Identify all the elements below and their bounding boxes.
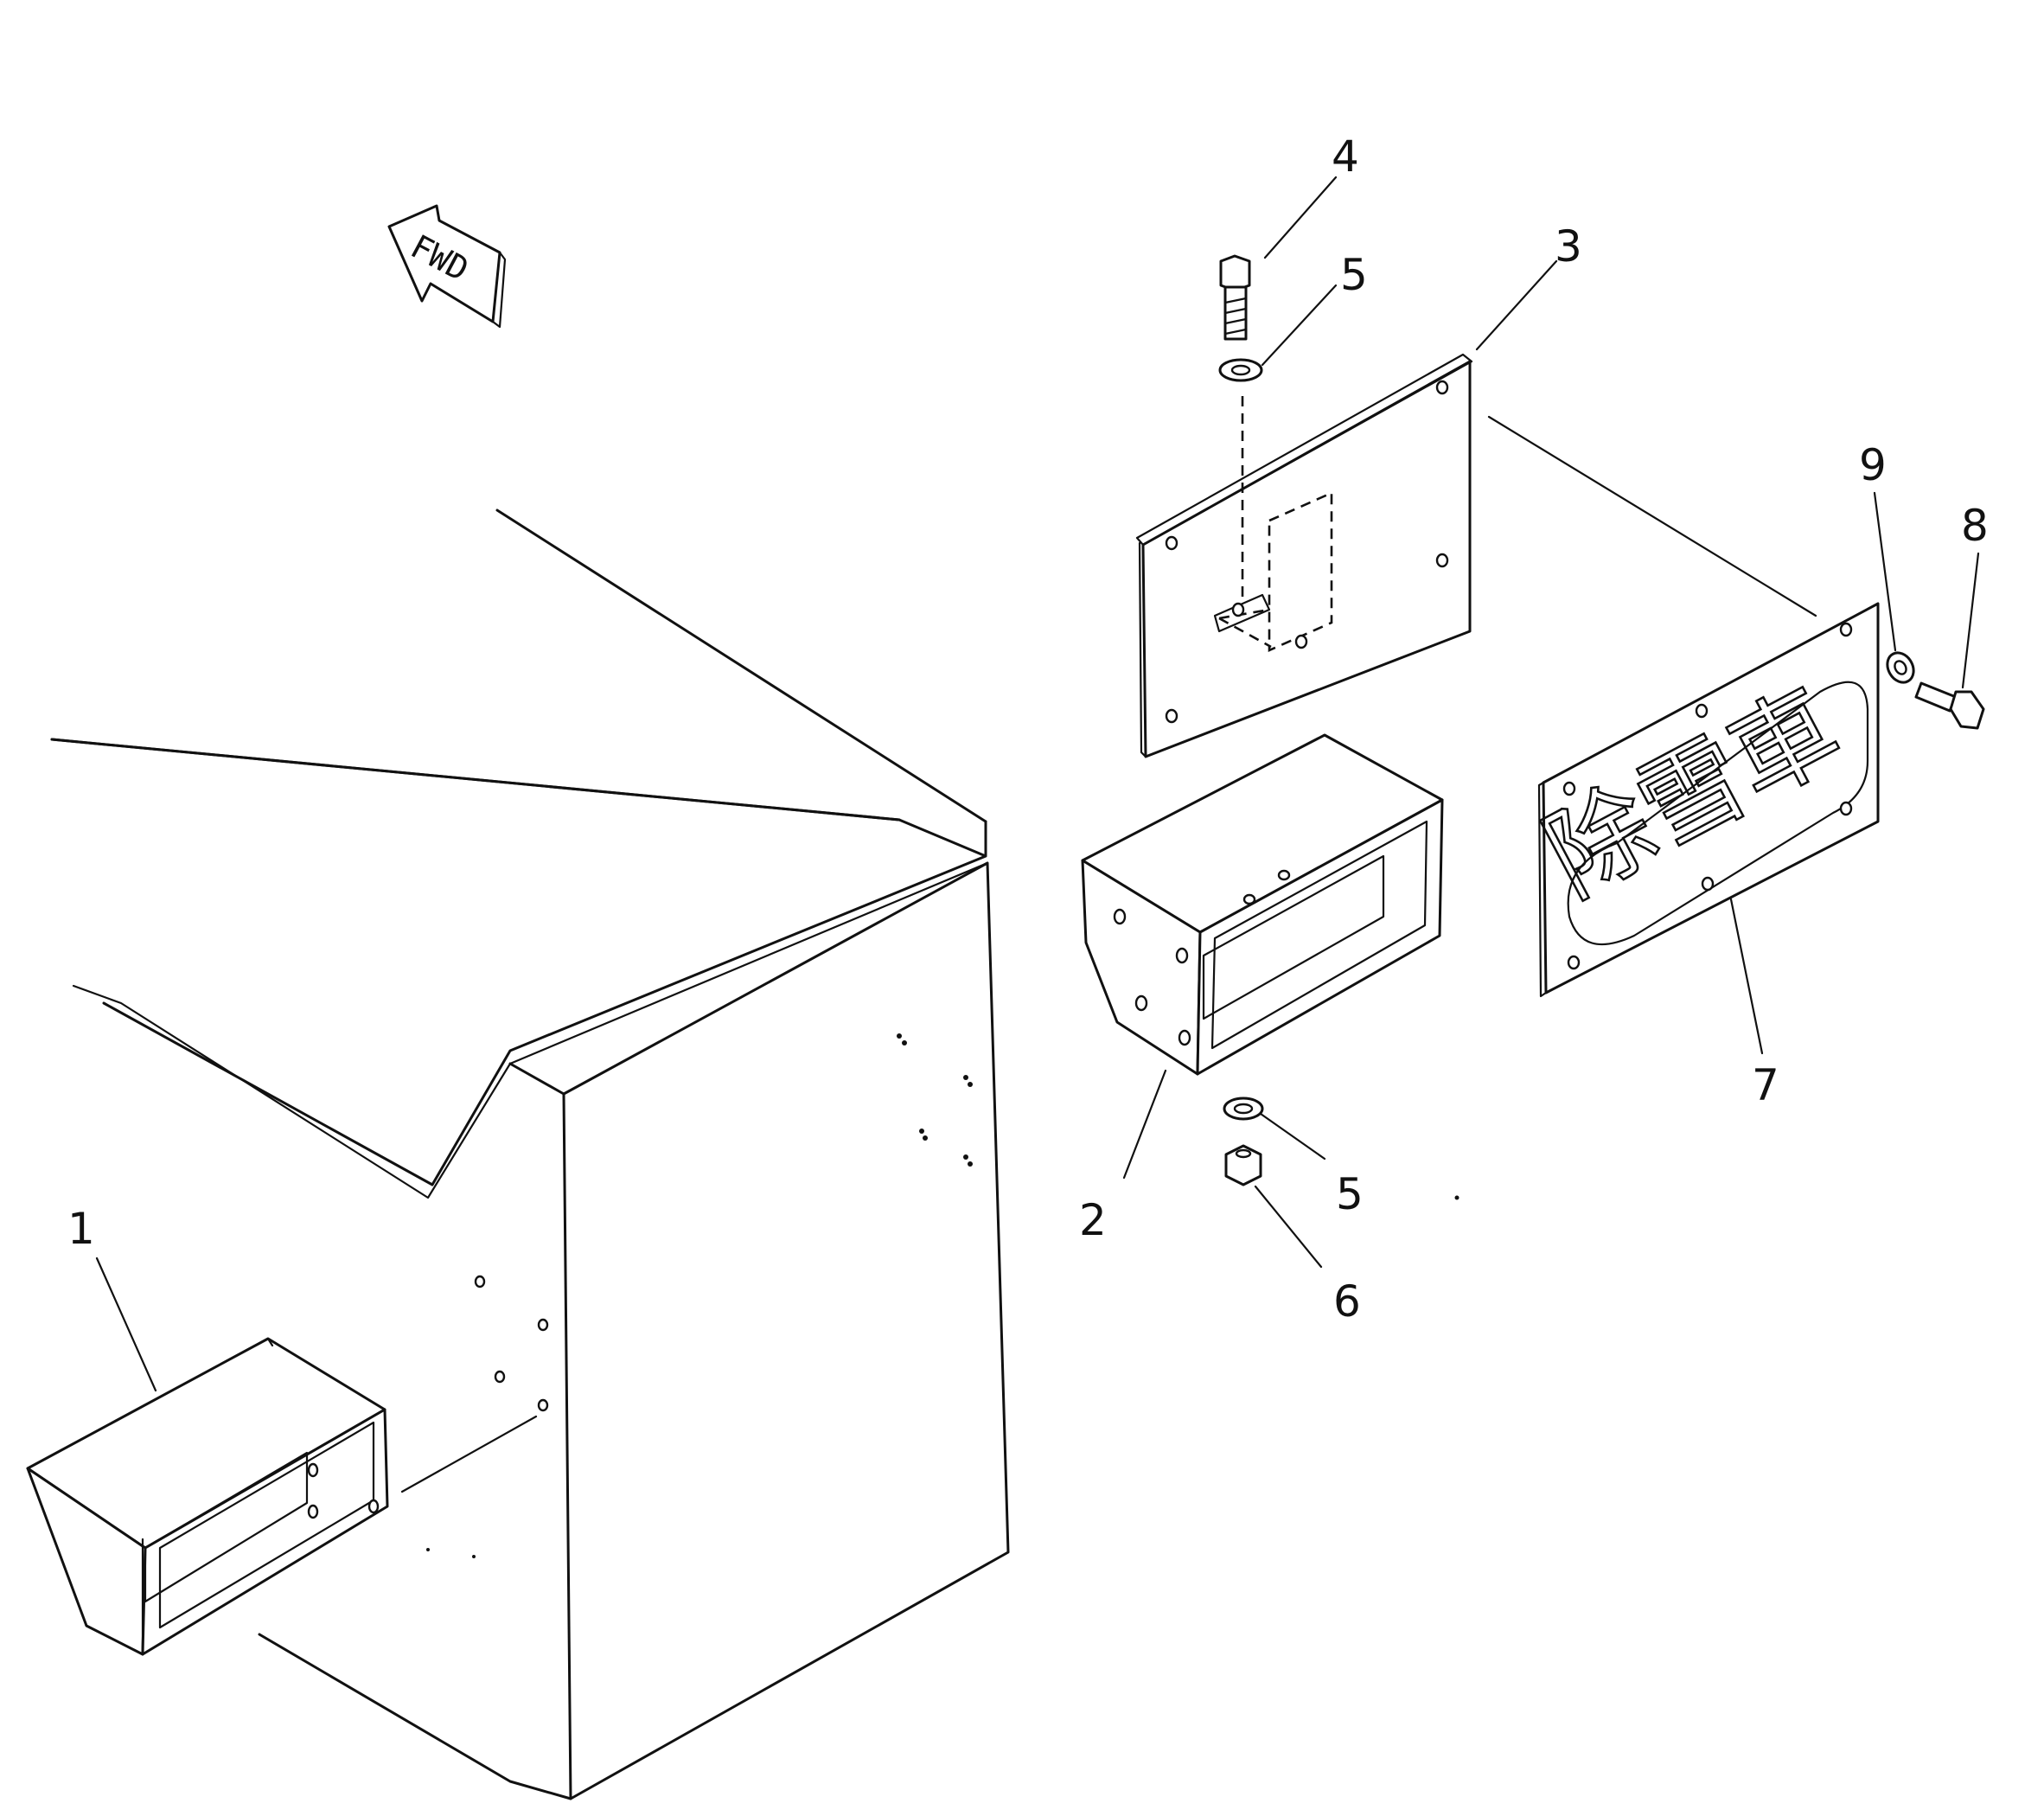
machine-body [50, 508, 1010, 1800]
callout-2: 2 [1079, 1195, 1107, 1245]
part-2-lamp-housing [1081, 733, 1444, 1076]
body-hole [537, 1318, 549, 1332]
part-9-washer [1886, 651, 1915, 684]
leader-8 [1961, 552, 1980, 689]
part-3-hole [1294, 634, 1308, 649]
scan-specks [426, 1195, 1460, 1558]
body-hole [474, 1275, 486, 1288]
part-7-hole [1695, 703, 1709, 719]
leader-5-lower [1259, 1112, 1326, 1161]
callout-8: 8 [1961, 501, 1989, 551]
leader-5-upper [1261, 284, 1338, 367]
part-5-upper-washer [1218, 358, 1263, 382]
callout-1: 1 [67, 1204, 95, 1254]
part-2-hole [1134, 994, 1148, 1012]
callout-5-upper: 5 [1340, 250, 1368, 300]
part-2-hole [1242, 893, 1256, 905]
callout-9: 9 [1859, 440, 1887, 490]
callout-6: 6 [1333, 1276, 1361, 1327]
part-6-nut [1224, 1144, 1262, 1186]
part-3-hole [1165, 535, 1178, 551]
part-1-hole [307, 1462, 319, 1478]
body-attach-line [400, 1415, 538, 1493]
part-8-bolt-head [1949, 690, 1985, 730]
part-5-upper-washer-inner [1230, 364, 1251, 376]
part-2-lens-slot [1202, 854, 1385, 1020]
callout-3: 3 [1555, 221, 1582, 272]
part-2-opening-face [1196, 798, 1444, 1076]
leader-9 [1873, 491, 1897, 652]
part-2-side-face [1081, 859, 1202, 1076]
callout-leaders [95, 176, 1980, 1392]
body-side-panel [508, 861, 1010, 1800]
callout-5-lower: 5 [1336, 1169, 1364, 1219]
part-3-hole [1165, 708, 1178, 724]
body-roof-line-upper [50, 508, 987, 823]
part-6-nut-body [1224, 1144, 1262, 1186]
body-hole [494, 1370, 506, 1384]
part-3-bracket-foot [1213, 593, 1271, 633]
callout-4: 4 [1332, 131, 1359, 182]
part-7-plate-face [1542, 602, 1880, 994]
part-3-hidden-bracket [1218, 490, 1333, 653]
fwd-arrow-marker: FWD [387, 204, 507, 329]
part-5-lower-washer [1223, 1097, 1264, 1121]
body-roof-ridge [50, 738, 987, 1186]
part-3-bracket-plate [1135, 353, 1473, 758]
part-1-hole [367, 1499, 380, 1514]
part-1-hole [307, 1504, 319, 1519]
part-4-bolt-head [1219, 254, 1251, 292]
part-3-plate-face [1141, 360, 1472, 758]
leader-1 [95, 1256, 157, 1392]
part-7-hole [1701, 876, 1715, 892]
leader-4 [1263, 176, 1338, 259]
part-7-hole [1839, 622, 1853, 637]
part-1-lens-slot [144, 1451, 309, 1603]
body-roof-ridge-inner [72, 861, 989, 1199]
part-1-lamp-housing [26, 1337, 389, 1656]
part-3-hole [1435, 553, 1449, 568]
body-hole [537, 1398, 549, 1412]
part-7-hole [1567, 955, 1581, 970]
callout-7: 7 [1752, 1060, 1779, 1110]
leader-3 [1475, 259, 1558, 351]
part-3-plate-flange [1135, 353, 1473, 758]
leader-6 [1254, 1185, 1323, 1269]
part-2-hole [1178, 1029, 1191, 1046]
fwd-arrow-depth [491, 251, 507, 329]
fwd-arrow-shape [387, 204, 501, 323]
part-4-bolt [1219, 254, 1251, 341]
part-8-bolt-shank [1914, 681, 1958, 713]
part-2-hole [1175, 947, 1189, 964]
part-7-hole [1562, 781, 1576, 796]
part-4-bolt-thread [1223, 297, 1248, 336]
part-2-opening-inner [1210, 820, 1428, 1050]
part-3-hole [1231, 602, 1245, 617]
part-2-hole [1113, 908, 1127, 925]
leader-2 [1122, 1069, 1167, 1180]
part-9-washer-inner [1894, 660, 1907, 675]
plate-assembly-line [1487, 415, 1817, 617]
part-3-hole [1435, 380, 1449, 395]
part-7-hole [1839, 801, 1853, 816]
body-lower-edge [258, 1633, 572, 1800]
part-7-lettering-frame [1567, 681, 1869, 946]
part-8-bolt [1914, 681, 1985, 730]
callout-labels: 1 2 3 4 5 5 6 7 8 9 [67, 131, 1989, 1327]
part-7-plate-edge [1537, 781, 1548, 998]
part-7-nameplate: 除雪車 [1526, 602, 1880, 998]
part-2-hole [1277, 869, 1291, 881]
side-screw-marks [897, 1033, 973, 1167]
part-6-nut-hole [1235, 1148, 1252, 1159]
part-5-lower-washer-inner [1233, 1103, 1254, 1115]
leader-7 [1729, 898, 1764, 1055]
